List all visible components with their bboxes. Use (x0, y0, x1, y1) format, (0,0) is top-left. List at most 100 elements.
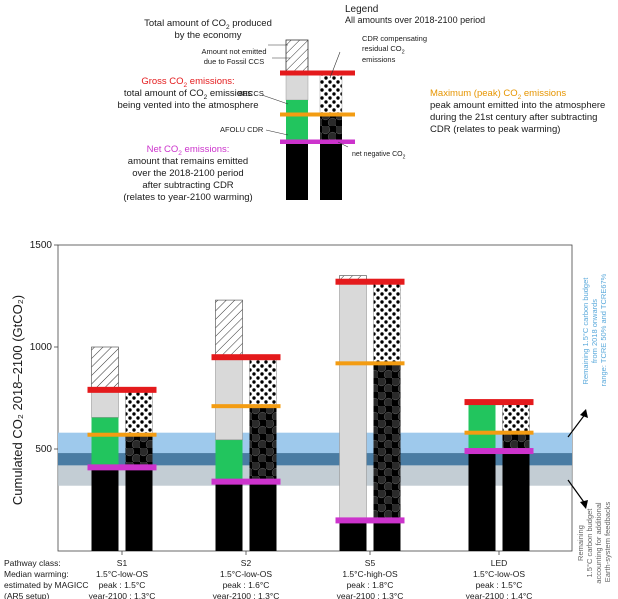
marker-led-peak (464, 430, 534, 435)
category-s1-label-3: year-2100 : 1.3°C (89, 591, 156, 599)
legend-beccs-label: BECCS (238, 89, 264, 98)
y-tick-label-2: 1500 (30, 240, 53, 251)
bar-s2-fossil-net (215, 481, 243, 551)
legend-afolu-label: AFOLU CDR (220, 125, 264, 134)
legend-peak-line (280, 112, 355, 117)
legend-gross-line2: being vented into the atmosphere (117, 100, 258, 111)
legend-peak-line1: peak amount emitted into the atmosphere (430, 100, 605, 111)
budget-lower-arrow (567, 479, 587, 506)
legend-peak-line2: during the 21st century after subtractin… (430, 112, 597, 123)
category-led-label-1: 1.5°C-low-OS (473, 569, 525, 579)
bar-led-cdr-dense (502, 432, 530, 452)
legend-cdr-comp-line2: residual CO2 (362, 44, 405, 56)
bar-led-net (502, 451, 530, 551)
category-s5-label-1: 1.5°C-high-OS (342, 569, 398, 579)
bar-s2-cdr-residual (249, 356, 277, 407)
category-s1-label-1: 1.5°C-low-OS (96, 569, 148, 579)
pathway-labels: Pathway class: Median warming: estimated… (4, 558, 89, 599)
legend: Legend All amounts over 2018-2100 period… (117, 4, 605, 203)
legend-net-bar-swatch (320, 142, 342, 200)
bar-led-cdr-residual (502, 401, 530, 433)
legend-gross-line1: total amount of CO2 emissions (124, 88, 252, 101)
legend-cdr-comp-line3: emissions (362, 55, 396, 64)
legend-gross-fill-swatch (285, 71, 309, 101)
legend-not-emitted-line1: Amount not emitted (201, 47, 266, 56)
marker-s5-gross (335, 278, 405, 285)
category-s2-label-2: peak : 1.6°C (223, 580, 270, 590)
legend-peak-line3: CDR (relates to peak warming) (430, 124, 560, 135)
legend-cdr-dense-swatch (320, 114, 342, 142)
category-s2-label-3: year-2100 : 1.3°C (213, 591, 280, 599)
bar-s5-cdr-dense (373, 363, 401, 521)
marker-s2-net (211, 478, 281, 485)
legend-net-line3: after subtracting CDR (142, 180, 233, 191)
marker-s5-net (335, 517, 405, 524)
bar-s1-beccs (91, 417, 119, 468)
marker-s1-net (87, 464, 157, 471)
category-s1-label-2: peak : 1.5°C (99, 580, 146, 590)
legend-net-negative-label: net negative CO2 (352, 151, 406, 161)
budget-labels: Remaining 1.5°C carbon budget from 2018 … (567, 273, 612, 584)
category-led-label-2: peak : 1.5°C (476, 580, 523, 590)
legend-total-line2: by the economy (174, 30, 241, 41)
bar-s2-beccs (215, 439, 243, 482)
bar-led-fossil-net (468, 451, 496, 551)
marker-s1-gross (87, 386, 157, 393)
category-led-label-3: year-2100 : 1.4°C (466, 591, 533, 599)
budget-upper-label: Remaining 1.5°C carbon budget from 2018 … (581, 273, 608, 386)
bar-s5-fossil-net (339, 520, 367, 551)
legend-total-line1: Total amount of CO2 produced (144, 18, 272, 31)
legend-peak-title: Maximum (peak) CO2 emissions (430, 88, 566, 101)
legend-subtitle: All amounts over 2018-2100 period (345, 15, 485, 25)
legend-gross-line (280, 70, 355, 76)
marker-s5-peak (335, 361, 405, 366)
bar-s2-fossil-ccs (215, 299, 243, 358)
y-tick-label-0: 500 (35, 444, 52, 455)
category-led-label-0: LED (491, 558, 508, 568)
pathway-label-magicc: estimated by MAGICC (4, 580, 89, 590)
bar-s2-gross-fill (215, 356, 243, 441)
legend-title: Legend (345, 4, 378, 15)
bar-s1-cdr-residual (125, 389, 153, 435)
category-s5-label-2: peak : 1.8°C (347, 580, 394, 590)
pathway-label-warming: Median warming: (4, 569, 69, 579)
bar-s1-gross-fill (91, 389, 119, 418)
legend-beccs-swatch (286, 100, 308, 142)
legend-fossil-net-swatch (286, 142, 308, 200)
category-s5-label-0: S5 (365, 558, 376, 568)
legend-net-line2: over the 2018-2100 period (132, 168, 243, 179)
category-s1-label-0: S1 (117, 558, 128, 568)
category-s2-label-0: S2 (241, 558, 252, 568)
category-s5-label-3: year-2100 : 1.3°C (337, 591, 404, 599)
legend-gross-title: Gross CO2 emissions: (141, 76, 234, 89)
marker-s2-gross (211, 354, 281, 361)
bar-s2-net (249, 481, 277, 551)
bar-s1-cdr-dense (125, 434, 153, 468)
bar-s1-net (125, 467, 153, 551)
budget-band-overlap (58, 453, 572, 466)
marker-led-net (464, 448, 534, 455)
budget-lower-label: Remaining 1.5°C carbon budget accounting… (576, 500, 612, 583)
legend-net-title: Net CO2 emissions: (147, 144, 230, 157)
category-s2-label-1: 1.5°C-low-OS (220, 569, 272, 579)
legend-net-line1: amount that remains emitted (128, 156, 248, 167)
bar-s5-gross-fill (339, 281, 367, 521)
legend-net-line4: (relates to year-2100 warming) (123, 192, 252, 203)
bar-s1-fossil-net (91, 467, 119, 551)
marker-s2-peak (211, 404, 281, 409)
bar-s1-fossil-ccs (91, 346, 119, 391)
y-axis-label: Cumulated CO₂ 2018–2100 (GtCO₂) (10, 295, 25, 505)
legend-cdr-swatch (319, 71, 343, 115)
marker-s1-peak (87, 432, 157, 437)
bar-s2-cdr-dense (249, 406, 277, 482)
legend-cdr-comp-line1: CDR compensating (362, 34, 427, 43)
legend-net-line (280, 139, 355, 144)
y-tick-label-1: 1000 (30, 342, 53, 353)
bar-led-beccs (468, 402, 496, 452)
bar-s5-net (373, 520, 401, 551)
pathway-label-ar5: (AR5 setup) (4, 591, 50, 599)
legend-fossil-ccs-swatch (285, 39, 309, 73)
legend-not-emitted-line2: due to Fossil CCS (204, 57, 264, 66)
